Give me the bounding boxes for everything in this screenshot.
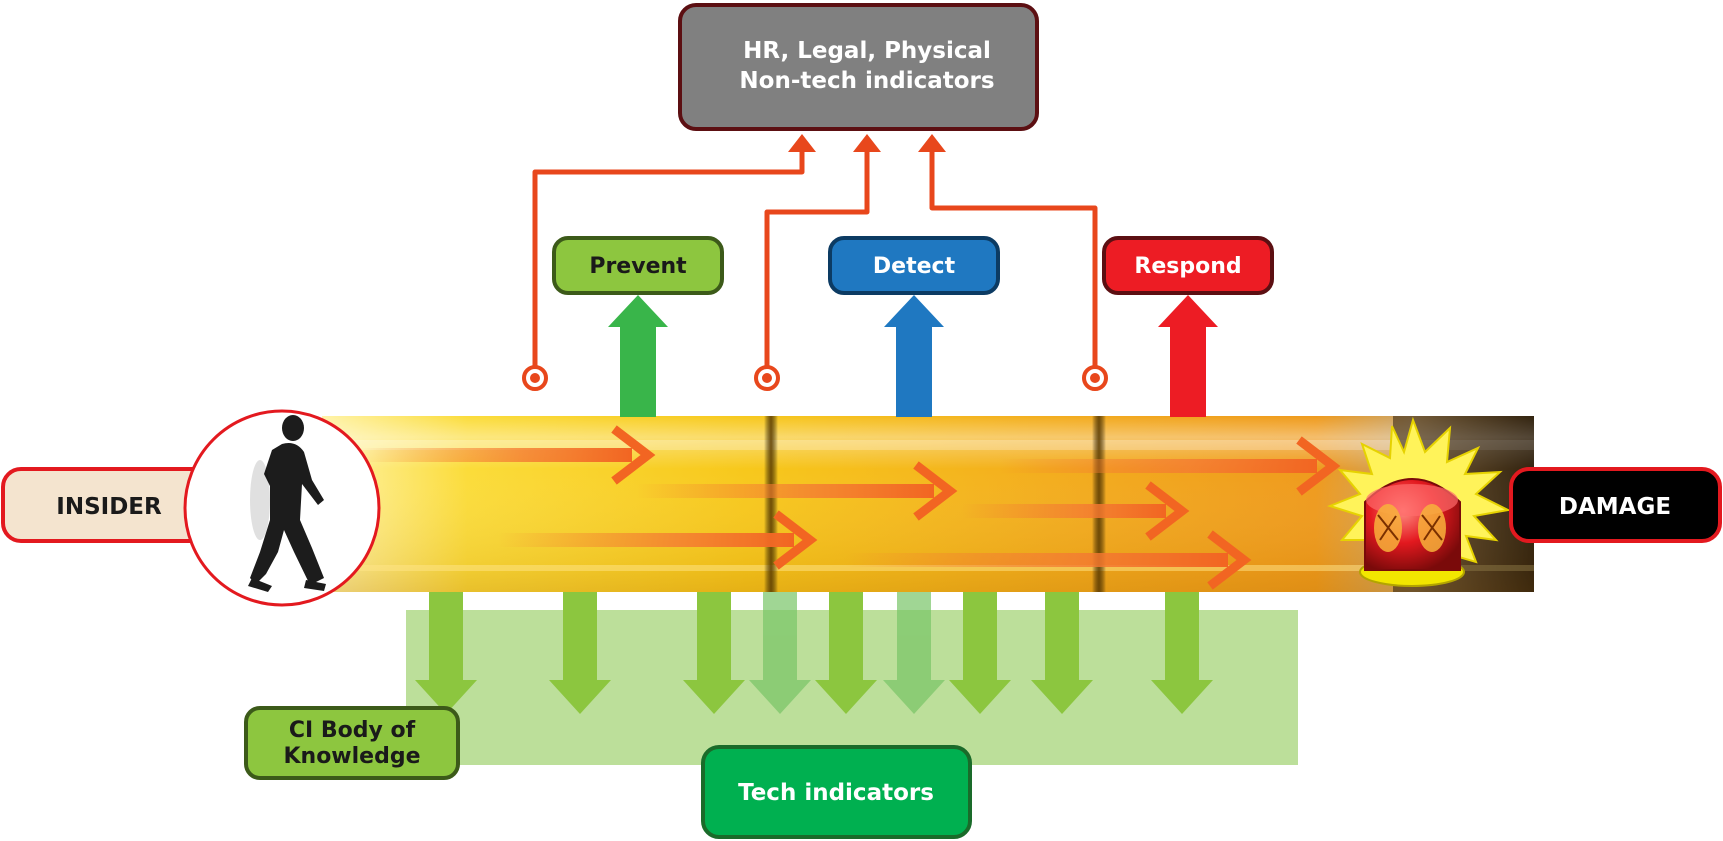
down-arrow-shaft xyxy=(829,592,863,682)
down-arrow xyxy=(949,592,1011,714)
tech-indicators-label: Tech indicators xyxy=(738,780,934,806)
prevent-box: Prevent xyxy=(552,236,724,295)
down-arrow-head xyxy=(815,680,877,714)
down-arrow xyxy=(415,592,477,714)
insider-label: INSIDER xyxy=(56,494,162,520)
flow-arrow-head xyxy=(1145,481,1190,541)
nontech-line-1: HR, Legal, Physical xyxy=(743,38,991,64)
down-arrow xyxy=(1151,592,1213,714)
flow-arrow-shaft xyxy=(360,448,632,462)
flow-arrow-head xyxy=(1207,530,1252,590)
flow-arrow-head xyxy=(913,461,958,521)
down-arrow-head xyxy=(549,680,611,714)
flow-arrow xyxy=(846,530,1252,590)
nontech-indicators-box: HR, Legal, Physical Non-tech indicators xyxy=(678,3,1039,131)
flow-arrow-shaft xyxy=(962,504,1166,518)
down-arrow-shaft xyxy=(429,592,463,682)
down-arrow xyxy=(815,592,877,714)
flow-arrow-head xyxy=(1296,436,1341,496)
detect-arrow xyxy=(884,295,944,417)
flow-arrow-head xyxy=(773,510,818,570)
down-arrow-shaft xyxy=(897,592,931,682)
stage-divider xyxy=(764,416,778,592)
down-arrow-head xyxy=(683,680,745,714)
flow-arrow xyxy=(962,481,1190,541)
walking-person-icon xyxy=(248,415,326,592)
alarm-beacon-icon xyxy=(1327,416,1512,587)
insider-box: INSIDER xyxy=(1,467,218,543)
down-arrow-shaft xyxy=(763,592,797,682)
down-arrow-head xyxy=(949,680,1011,714)
ci-body-line-1: CI Body of xyxy=(289,718,416,743)
down-arrow-head xyxy=(749,680,811,714)
tech-indicators-box: Tech indicators xyxy=(701,745,972,839)
detect-box: Detect xyxy=(828,236,1000,295)
respond-box: Respond xyxy=(1102,236,1274,295)
flow-arrow-shaft xyxy=(846,553,1228,567)
down-arrow-shaft xyxy=(563,592,597,682)
damage-box: DAMAGE xyxy=(1509,467,1722,543)
down-arrow-shaft xyxy=(963,592,997,682)
damage-label: DAMAGE xyxy=(1559,494,1671,520)
down-arrow-head xyxy=(1151,680,1213,714)
down-arrow xyxy=(749,592,811,714)
flow-arrow-shaft xyxy=(498,533,794,547)
down-arrow xyxy=(883,592,945,714)
flow-arrows xyxy=(360,425,1341,590)
down-arrow-head xyxy=(415,680,477,714)
down-arrow xyxy=(549,592,611,714)
down-arrow-shaft xyxy=(1165,592,1199,682)
flow-arrow-head xyxy=(611,425,656,485)
prevent-label: Prevent xyxy=(589,254,687,279)
down-arrow xyxy=(683,592,745,714)
flow-arrow xyxy=(1000,436,1341,496)
down-arrow-shaft xyxy=(1045,592,1079,682)
flow-arrow xyxy=(498,510,818,570)
flow-arrow xyxy=(360,425,656,485)
connector-nodes xyxy=(522,365,1108,391)
flow-arrow-shaft xyxy=(636,484,934,498)
respond-label: Respond xyxy=(1134,254,1241,279)
down-arrow-shaft xyxy=(697,592,731,682)
nontech-connectors xyxy=(532,142,1098,377)
detect-label: Detect xyxy=(873,254,956,279)
connector-arrowheads xyxy=(788,134,946,152)
respond-arrow xyxy=(1158,295,1218,417)
prevent-arrow xyxy=(608,295,668,417)
flow-arrow xyxy=(636,461,958,521)
down-arrow xyxy=(1031,592,1093,714)
nontech-line-2: Non-tech indicators xyxy=(739,68,994,94)
insider-circle xyxy=(183,409,381,607)
flow-arrow-shaft xyxy=(1000,459,1317,473)
ci-body-box: CI Body of Knowledge xyxy=(244,706,460,780)
down-arrow-head xyxy=(1031,680,1093,714)
tech-indicator-arrows xyxy=(415,592,1213,714)
ci-body-line-2: Knowledge xyxy=(283,744,420,769)
down-arrow-head xyxy=(883,680,945,714)
